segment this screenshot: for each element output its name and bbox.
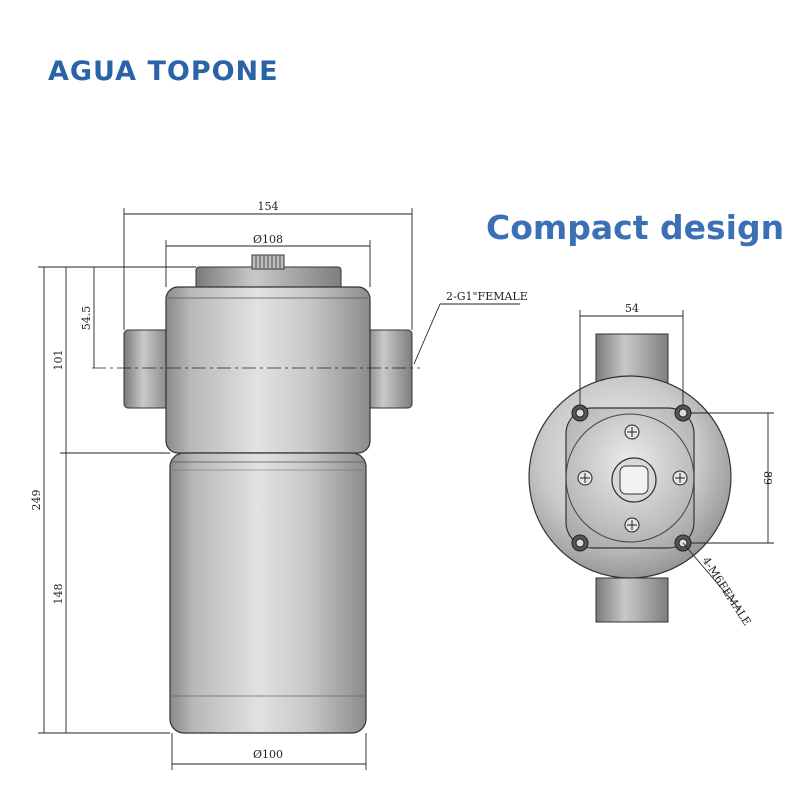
knob-ridges	[255, 256, 281, 268]
dim-total-height: 249	[30, 490, 43, 511]
port-note: 2-G1"FEMALE	[446, 290, 528, 303]
top-view: 54 89 4-M6FEMALE	[528, 302, 774, 628]
dim-overall-width: 154	[258, 200, 279, 213]
headline: Compact design	[486, 208, 785, 247]
left-port	[123, 329, 173, 409]
bottom-port-stub	[595, 577, 669, 623]
dim-top-width: 54	[625, 302, 639, 315]
top-cap	[195, 266, 342, 290]
filter-head	[165, 286, 371, 454]
filter-bowl	[169, 452, 367, 734]
dim-head-diameter: Ø108	[253, 233, 283, 246]
dim-body-diameter: Ø100	[253, 748, 283, 761]
hole-note: 4-M6FEMALE	[699, 555, 753, 628]
front-view: 154 Ø108 Ø100 249 101 54.5 148 2-G1"FEMA…	[30, 200, 528, 770]
dim-top-height: 89	[761, 471, 774, 485]
right-port	[363, 329, 413, 409]
plate-screws	[577, 424, 688, 533]
dim-body-height: 148	[52, 584, 65, 605]
brand-logo: AGUA TOPONE	[48, 56, 279, 87]
dim-port-height: 54.5	[80, 306, 93, 331]
dim-head-height: 101	[52, 350, 65, 371]
